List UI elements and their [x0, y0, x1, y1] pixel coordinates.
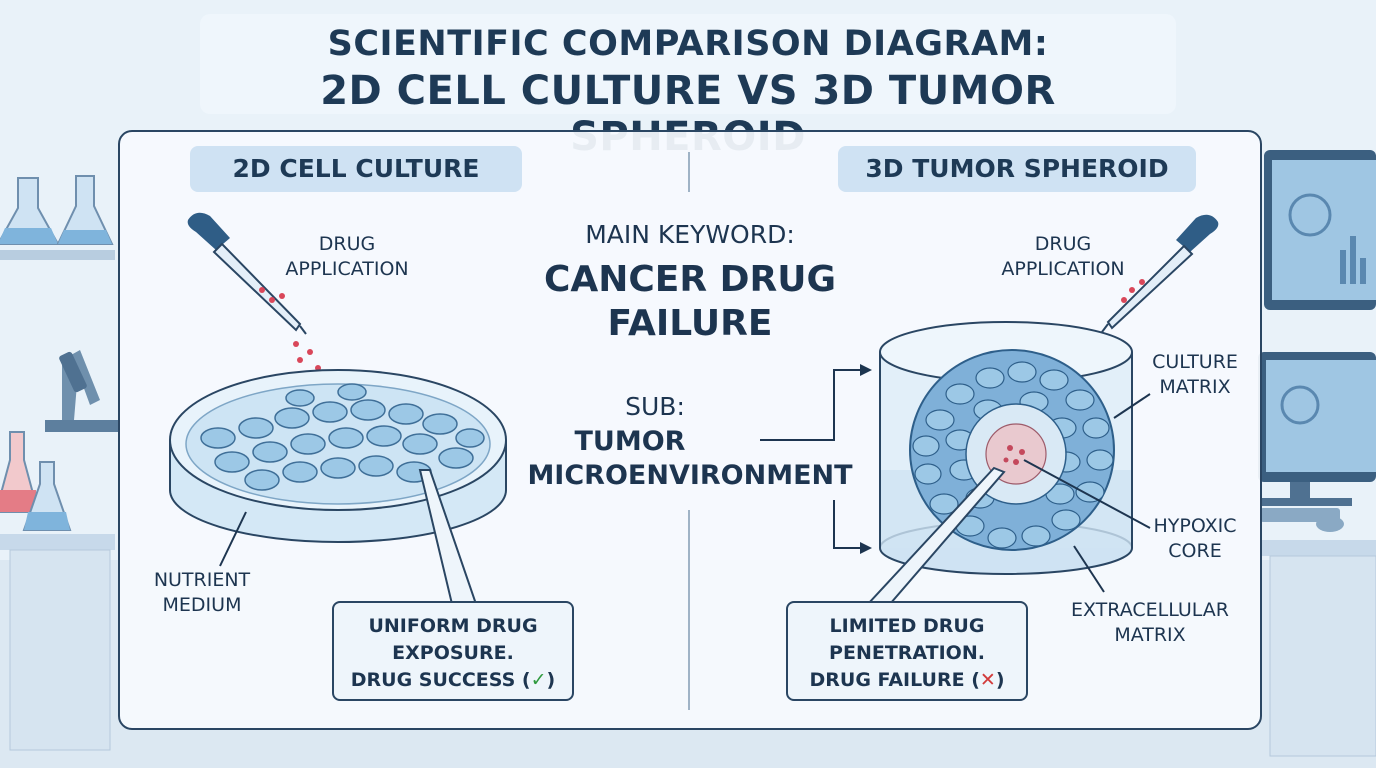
arrow-down-head	[860, 542, 872, 554]
sub-keyword: TUMOR MICROENVIRONMENT	[510, 425, 870, 493]
main-keyword-label: MAIN KEYWORD:	[540, 220, 840, 249]
extracellular-matrix-label: EXTRACELLULAR MATRIX	[1060, 598, 1240, 648]
left-drug-label: DRUG APPLICATION	[262, 232, 432, 282]
check-mark-icon: ✓	[531, 669, 547, 691]
tumor-spheroid	[910, 350, 1114, 550]
cross-mark-icon: ✕	[980, 669, 996, 691]
right-drug-label: DRUG APPLICATION	[978, 232, 1148, 282]
culture-matrix-label: CULTURE MATRIX	[1140, 350, 1250, 400]
hypoxic-core-label: HYPOXIC CORE	[1140, 514, 1250, 564]
petri-dish	[170, 370, 506, 542]
sub-keyword-label: SUB:	[580, 392, 730, 421]
arrow-up-head	[860, 364, 872, 376]
left-callout: UNIFORM DRUG EXPOSURE. DRUG SUCCESS (✓)	[332, 601, 574, 701]
main-keyword: CANCER DRUG FAILURE	[500, 258, 880, 346]
right-callout: LIMITED DRUG PENETRATION. DRUG FAILURE (…	[786, 601, 1028, 701]
nutrient-medium-label: NUTRIENT MEDIUM	[146, 568, 258, 618]
